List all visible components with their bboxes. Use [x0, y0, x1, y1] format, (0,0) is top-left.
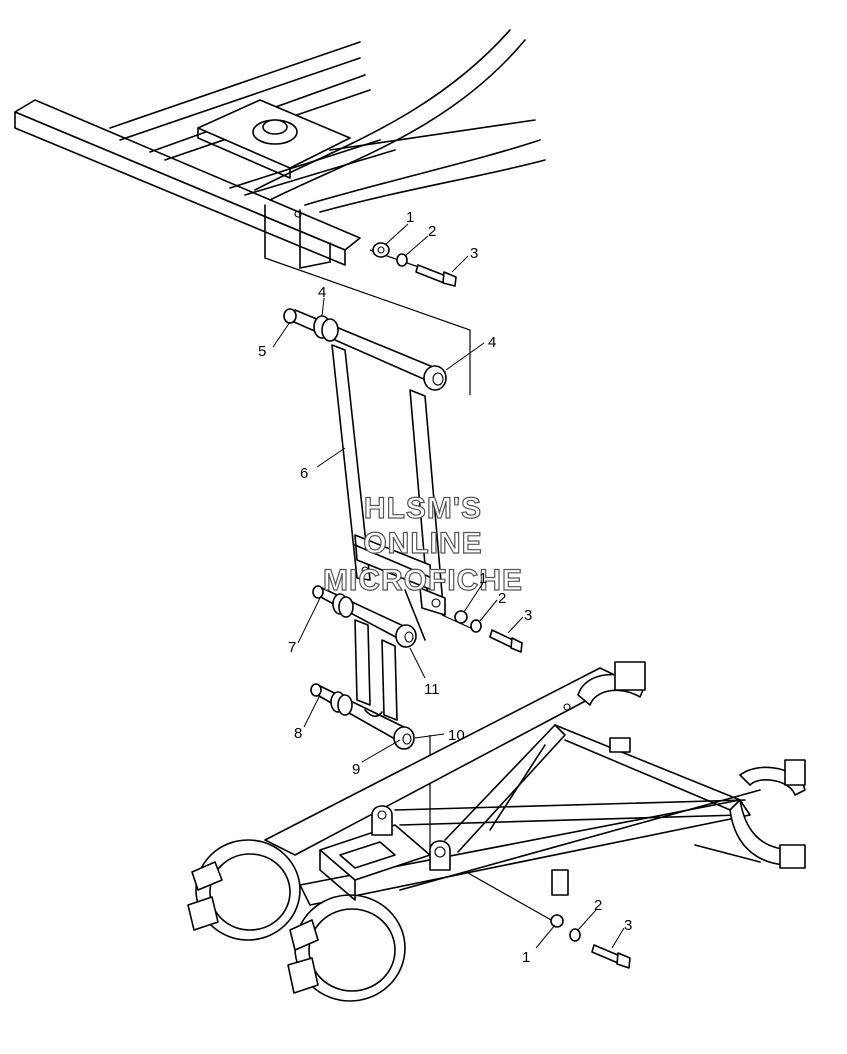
leader-lines	[272, 223, 625, 949]
middle-fasteners	[454, 610, 523, 653]
callout-1: 1	[406, 209, 414, 226]
upper-fasteners	[372, 242, 457, 287]
callout-3: 3	[624, 917, 632, 934]
callout-3: 3	[470, 245, 478, 262]
callout-4: 4	[318, 284, 326, 301]
callout-4: 4	[488, 334, 496, 351]
watermark-line-3: MICROFICHE	[323, 564, 523, 597]
chassis-frame	[14, 29, 546, 269]
callout-8: 8	[294, 725, 302, 742]
callout-5: 5	[258, 343, 266, 360]
lower-shaft	[310, 683, 415, 750]
watermark-line-2: ONLINE	[363, 527, 482, 560]
lower-fasteners	[550, 914, 631, 969]
torque-arm	[283, 308, 447, 641]
callout-6: 6	[300, 465, 308, 482]
callout-11: 11	[424, 681, 440, 698]
callout-2: 2	[498, 590, 506, 607]
callout-9: 9	[352, 761, 360, 778]
watermark-line-1: HLSM'S	[364, 492, 482, 525]
callout-3: 3	[524, 607, 532, 624]
callout-7: 7	[288, 639, 296, 656]
callout-2: 2	[428, 223, 436, 240]
middle-shaft	[312, 585, 417, 721]
callout-1: 1	[479, 570, 487, 587]
alignment-line	[264, 257, 471, 395]
rear-axle-frame	[187, 661, 806, 1002]
callout-1: 1	[522, 949, 530, 966]
callout-10: 10	[448, 727, 465, 744]
callout-2: 2	[594, 897, 602, 914]
